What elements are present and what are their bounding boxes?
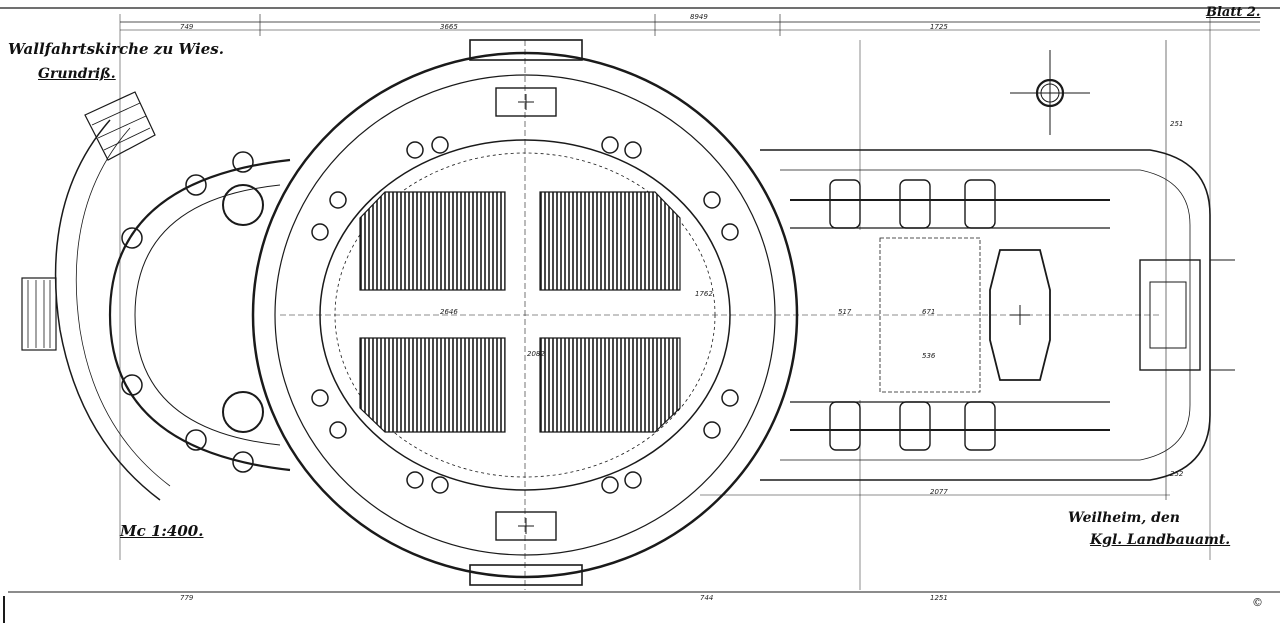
pew-blocks (359, 191, 681, 433)
pew-block-sw (359, 337, 506, 433)
dim-nave-v: 1762 (695, 290, 713, 298)
nave-pillars (311, 136, 739, 494)
dim-top-mid: 3665 (440, 23, 458, 31)
dim-choir-b: 671 (922, 308, 936, 316)
pew-block-se (539, 337, 681, 433)
top-dimension-lines (119, 14, 1260, 560)
side-altars (469, 39, 583, 586)
right-dimension-lines (700, 40, 1170, 590)
dim-bottom-left: 779 (180, 594, 194, 602)
dim-mid-b: 2077 (930, 488, 948, 496)
dim-top-total: 8949 (690, 13, 708, 21)
signature-line-1: Weilheim, den (1068, 510, 1180, 526)
dim-choir-c: 536 (922, 352, 936, 360)
pew-block-ne (539, 191, 681, 291)
dim-top-left: 749 (180, 23, 194, 31)
pew-block-nw (359, 191, 506, 291)
dim-top-right: 1725 (930, 23, 948, 31)
west-entrance (21, 91, 291, 501)
dim-bottom-right: 1251 (930, 594, 948, 602)
dim-center-v: 2082 (527, 350, 545, 358)
sheet-label: Blatt 2. (1206, 5, 1261, 20)
choir (760, 149, 1235, 481)
scale-label: Mc 1:400. (120, 522, 204, 540)
dim-choir-a: 517 (838, 308, 852, 316)
dim-center-h: 2646 (440, 308, 458, 316)
copyright-mark: © (1252, 596, 1263, 609)
dim-right-b: 252 (1170, 470, 1184, 478)
dim-right-a: 251 (1170, 120, 1184, 128)
drawing-subtitle: Grundriß. (38, 66, 116, 82)
drawing-title: Wallfahrtskirche zu Wies. (8, 40, 224, 58)
signature-line-2: Kgl. Landbauamt. (1090, 532, 1231, 548)
dim-bottom-mid: 744 (700, 594, 714, 602)
north-arrow-icon (1010, 50, 1090, 135)
